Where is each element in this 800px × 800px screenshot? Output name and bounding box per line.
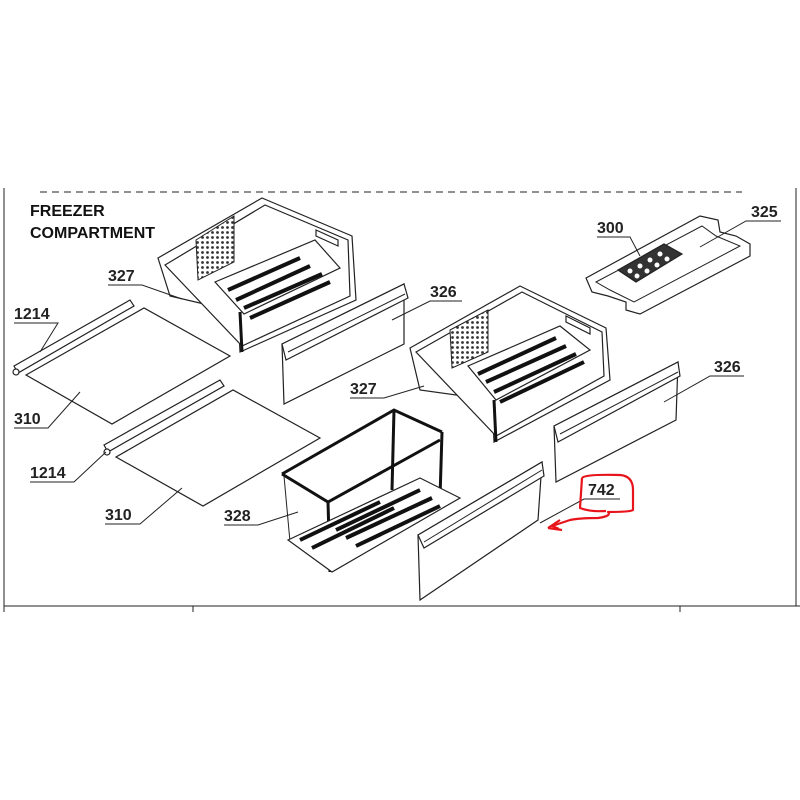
label-1214-upper: 1214	[14, 306, 50, 323]
label-325: 325	[751, 204, 778, 221]
freezer-basket-upper	[157, 197, 357, 353]
label-310-upper: 310	[14, 411, 41, 428]
drawer-front-upper	[281, 283, 409, 405]
shelf-rail-upper	[12, 299, 135, 376]
label-310-lower: 310	[105, 507, 132, 524]
ice-tray-holder	[585, 215, 751, 315]
label-326-right: 326	[714, 359, 741, 376]
shelf-rail-lower	[103, 379, 225, 456]
part-labels: 327 1214 310 1214 310 328 327 326 300 32…	[14, 204, 781, 526]
glass-shelf-lower	[114, 389, 322, 507]
wire-basket	[281, 408, 462, 573]
drawer-front-lower	[417, 460, 545, 602]
ice-cube-tray	[616, 243, 684, 283]
section-title-line1: FREEZER	[30, 203, 105, 220]
section-title-line2: COMPARTMENT	[30, 225, 155, 242]
frame	[3, 188, 800, 612]
label-328: 328	[224, 508, 251, 525]
label-1214-lower: 1214	[30, 465, 66, 482]
drawer-front-right	[553, 360, 681, 483]
freezer-basket-right	[409, 285, 611, 443]
label-327-upper: 327	[108, 268, 135, 285]
label-742: 742	[588, 482, 615, 499]
highlight-annotation	[547, 473, 635, 532]
label-326-upper: 326	[430, 284, 457, 301]
label-300: 300	[597, 220, 624, 237]
label-327-right: 327	[350, 381, 377, 398]
